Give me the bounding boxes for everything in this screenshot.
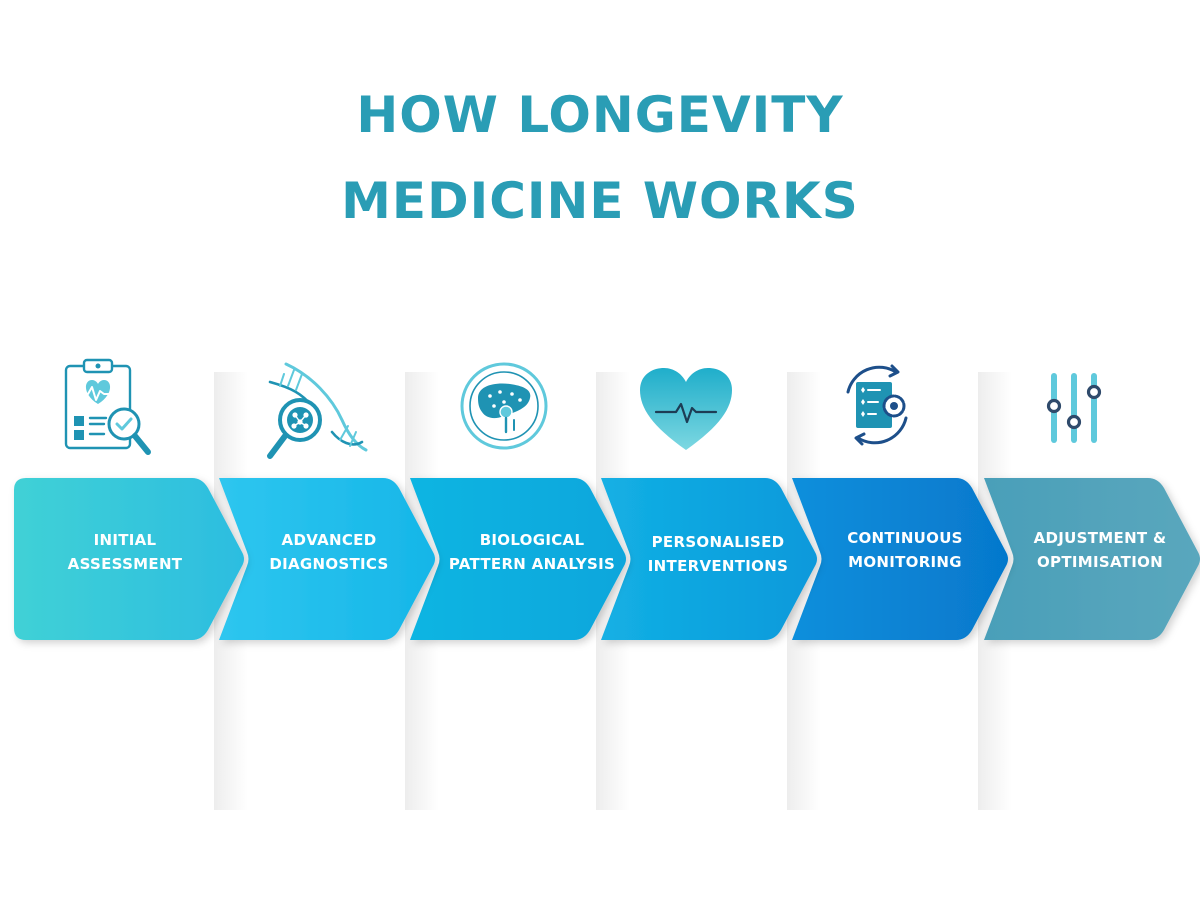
chevron-step-4 bbox=[601, 478, 817, 640]
step-label-3: BIOLOGICAL PATTERN ANALYSIS bbox=[448, 531, 616, 573]
step-label-6: ADJUSTMENT & OPTIMISATION bbox=[1033, 529, 1167, 571]
liver-analysis-icon bbox=[458, 360, 550, 457]
step-label-4: PERSONALISED INTERVENTIONS bbox=[647, 533, 789, 575]
chevron-step-5 bbox=[792, 478, 1008, 640]
slider-controls-icon bbox=[1040, 372, 1106, 451]
clipboard-heart-magnifier-icon bbox=[58, 356, 158, 467]
title-line-1: HOW LONGEVITY bbox=[356, 86, 844, 144]
heart-pulse-icon bbox=[638, 366, 734, 459]
step-label-2: ADVANCED DIAGNOSTICS bbox=[269, 531, 389, 573]
chevron-step-6 bbox=[984, 478, 1200, 640]
title-line-2: MEDICINE WORKS bbox=[341, 172, 859, 230]
cycle-checklist-gear-icon bbox=[834, 362, 920, 453]
chevron-step-1 bbox=[14, 478, 244, 640]
chevron-step-3 bbox=[410, 478, 626, 640]
chevron-step-2 bbox=[219, 478, 435, 640]
page-title: HOW LONGEVITY MEDICINE WORKS bbox=[0, 72, 1200, 244]
step-label-5: CONTINUOUS MONITORING bbox=[847, 529, 963, 571]
dna-magnifier-icon bbox=[262, 358, 372, 473]
step-label-1: INITIAL ASSESSMENT bbox=[67, 531, 183, 573]
